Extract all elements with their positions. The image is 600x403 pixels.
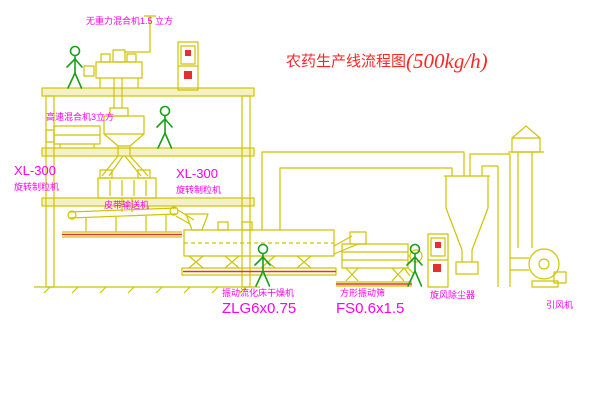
label-top-mixer: 无重力混合机1.5 立方 bbox=[86, 15, 173, 26]
label-granulator-left: 旋转制粒机 bbox=[14, 181, 59, 192]
annotations: 农药生产线流程图 (500kg/h) 无重力混合机1.5 立方 高速混合机3立方… bbox=[14, 15, 573, 317]
label-granulator-right: 旋转制粒机 bbox=[176, 184, 221, 195]
label-fan: 引风机 bbox=[546, 299, 573, 310]
label-dryer-name: 振动流化床干燥机 bbox=[222, 287, 294, 298]
foundation-lines bbox=[62, 233, 412, 285]
belt-conveyor bbox=[62, 206, 195, 238]
label-xl300-left: XL-300 bbox=[14, 163, 56, 178]
vibrating-screen bbox=[333, 231, 423, 287]
diagram-title-capacity: (500kg/h) bbox=[406, 49, 488, 73]
label-dryer-model: ZLG6x0.75 bbox=[222, 300, 296, 317]
label-sieve-name: 方形振动筛 bbox=[340, 287, 385, 298]
label-high-speed-mixer: 高速混合机3立方 bbox=[46, 111, 114, 122]
diagram-title: 农药生产线流程图 bbox=[286, 53, 406, 70]
fluid-bed-dryer bbox=[181, 213, 337, 276]
label-xl300-right: XL-300 bbox=[176, 166, 218, 181]
stack-cap bbox=[508, 125, 544, 153]
fan-downpipe bbox=[497, 154, 529, 287]
label-sieve-model: FS0.6x1.5 bbox=[336, 300, 404, 317]
exhaust-stack bbox=[508, 125, 544, 248]
control-panel-2 bbox=[427, 233, 449, 288]
gravity-mixer bbox=[83, 49, 143, 108]
label-cyclone: 旋风除尘器 bbox=[430, 289, 475, 300]
high-speed-mixer bbox=[101, 107, 149, 177]
control-panel-1 bbox=[177, 41, 199, 91]
worker-figure bbox=[254, 243, 271, 287]
granulator bbox=[97, 169, 157, 212]
label-belt-conveyor: 皮带输送机 bbox=[104, 199, 149, 210]
horizontal-mixer bbox=[45, 125, 101, 148]
worker-figure bbox=[66, 45, 83, 89]
exhaust-duct bbox=[261, 151, 465, 230]
worker-figure bbox=[156, 105, 173, 149]
induced-draft-fan bbox=[528, 248, 567, 288]
feed-pipe bbox=[125, 15, 156, 53]
cyclone-dust-collector bbox=[444, 153, 510, 275]
